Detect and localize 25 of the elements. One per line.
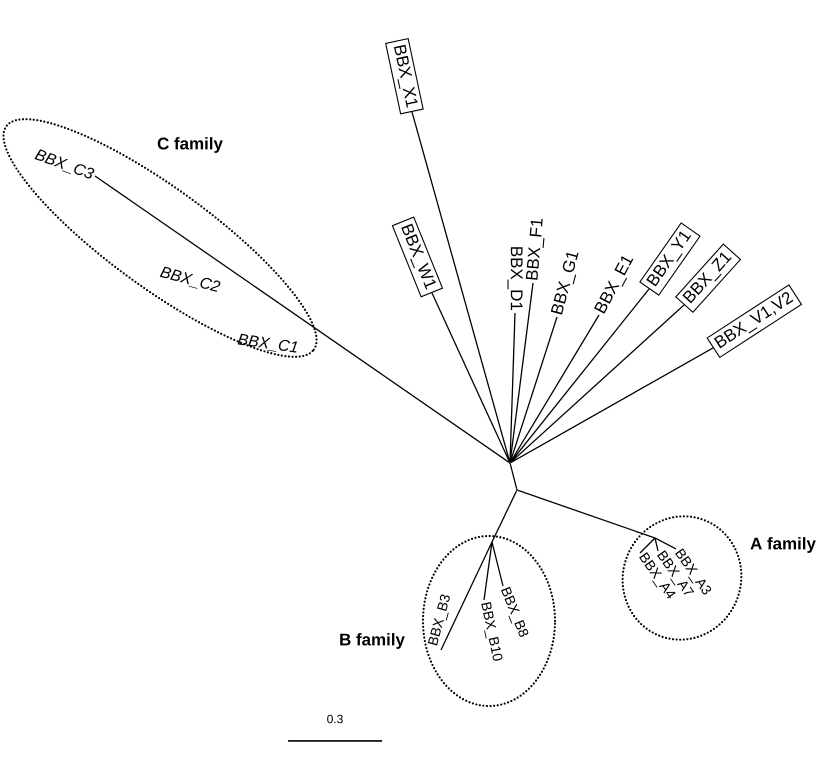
leaf-label: BBX_B10 xyxy=(481,602,502,661)
branch-line xyxy=(509,312,516,462)
family-label: B family xyxy=(340,633,405,649)
branch-line xyxy=(510,347,714,463)
leaf-label: BBX_B3 xyxy=(428,594,450,646)
gene-box: BBX_X1 xyxy=(385,38,424,114)
leaf-label: BBX_C1 xyxy=(238,334,298,353)
branch-line xyxy=(440,490,518,650)
branch-line xyxy=(518,490,676,554)
leaf-label: BBX_D1 xyxy=(508,247,523,310)
branch-line xyxy=(411,112,510,462)
branch-line xyxy=(510,282,534,462)
leaf-label: BBX_G1 xyxy=(550,252,578,315)
leaf-label: BBX_C2 xyxy=(160,266,220,292)
family-label: A family xyxy=(750,537,816,553)
branch-line xyxy=(510,464,518,489)
branch-line xyxy=(94,175,510,463)
branch-line xyxy=(510,304,684,463)
branch-line xyxy=(510,314,600,462)
scale-label: 0.3 xyxy=(327,714,343,724)
branch-line xyxy=(431,292,510,462)
leaf-label: BBX_F1 xyxy=(526,219,544,280)
branch-line xyxy=(510,316,558,462)
family-label: C family xyxy=(158,137,223,153)
branch-line xyxy=(510,288,650,462)
